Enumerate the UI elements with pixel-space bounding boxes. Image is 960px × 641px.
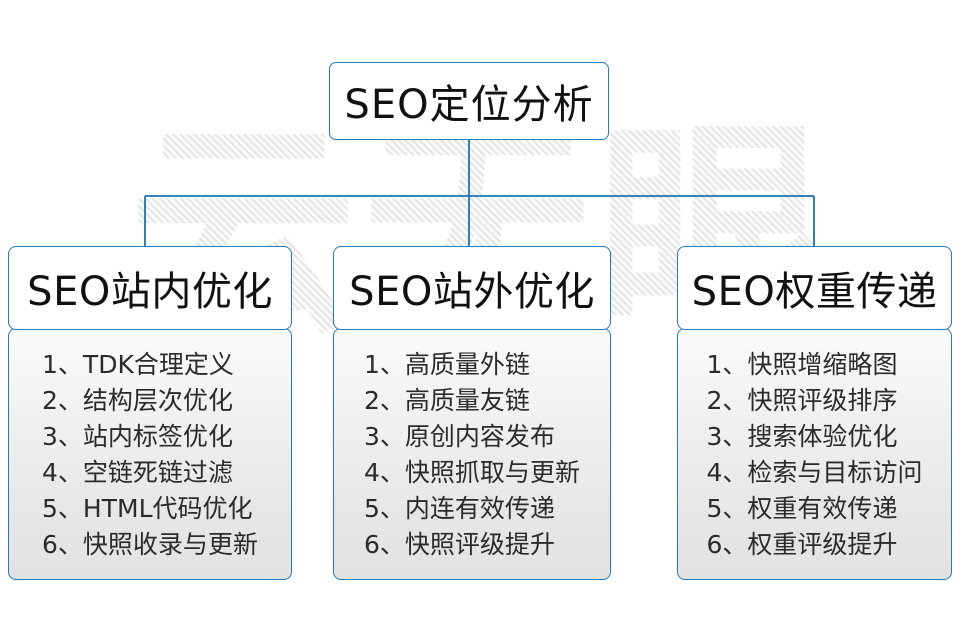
list-item: 3、站内标签优化 [42,422,233,451]
list-item: 5、内连有效传递 [364,494,555,523]
column-list-1: 1、TDK合理定义 2、结构层次优化 3、站内标签优化 4、空链死链过滤 5、H… [42,347,258,563]
root-node-title: SEO定位分析 [344,82,594,128]
list-item: 1、TDK合理定义 [42,350,234,379]
column-seo-weight: SEO权重传递 1、快照增缩略图 2、快照评级排序 3、搜索体验优化 4、检索与… [677,246,952,580]
list-item: 3、搜索体验优化 [706,422,898,451]
column-header-2[interactable]: SEO站外优化 [333,246,611,330]
list-item: 5、HTML代码优化 [42,494,253,523]
list-item: 1、高质量外链 [364,350,530,379]
column-header-label-2: SEO站外优化 [349,269,595,315]
list-item: 4、检索与目标访问 [706,458,923,487]
column-header-1[interactable]: SEO站内优化 [8,246,292,330]
column-list-2: 1、高质量外链 2、高质量友链 3、原创内容发布 4、快照抓取与更新 5、内连有… [364,347,580,563]
list-item: 4、空链死链过滤 [42,458,233,487]
column-header-3[interactable]: SEO权重传递 [677,246,952,330]
list-item: 2、快照评级排序 [706,386,898,415]
column-seo-offsite: SEO站外优化 1、高质量外链 2、高质量友链 3、原创内容发布 4、快照抓取与… [333,246,611,580]
list-item: 6、权重评级提升 [706,530,898,559]
root-node[interactable]: SEO定位分析 [329,62,609,140]
column-header-label-3: SEO权重传递 [691,269,938,315]
list-item: 2、高质量友链 [364,386,530,415]
columns-container: SEO站内优化 1、TDK合理定义 2、结构层次优化 3、站内标签优化 4、空链… [0,246,960,581]
column-seo-onsite: SEO站内优化 1、TDK合理定义 2、结构层次优化 3、站内标签优化 4、空链… [8,246,292,580]
column-list-3: 1、快照增缩略图 2、快照评级排序 3、搜索体验优化 4、检索与目标访问 5、权… [707,347,923,563]
column-header-label-1: SEO站内优化 [27,269,273,315]
column-body-1: 1、TDK合理定义 2、结构层次优化 3、站内标签优化 4、空链死链过滤 5、H… [8,328,292,580]
list-item: 4、快照抓取与更新 [364,458,580,487]
list-item: 6、快照评级提升 [364,530,555,559]
list-item: 6、快照收录与更新 [42,530,258,559]
list-item: 2、结构层次优化 [42,386,233,415]
column-body-3: 1、快照增缩略图 2、快照评级排序 3、搜索体验优化 4、检索与目标访问 5、权… [677,328,952,580]
column-body-2: 1、高质量外链 2、高质量友链 3、原创内容发布 4、快照抓取与更新 5、内连有… [333,328,611,580]
list-item: 1、快照增缩略图 [706,350,898,379]
list-item: 3、原创内容发布 [364,422,555,451]
list-item: 5、权重有效传递 [706,494,898,523]
